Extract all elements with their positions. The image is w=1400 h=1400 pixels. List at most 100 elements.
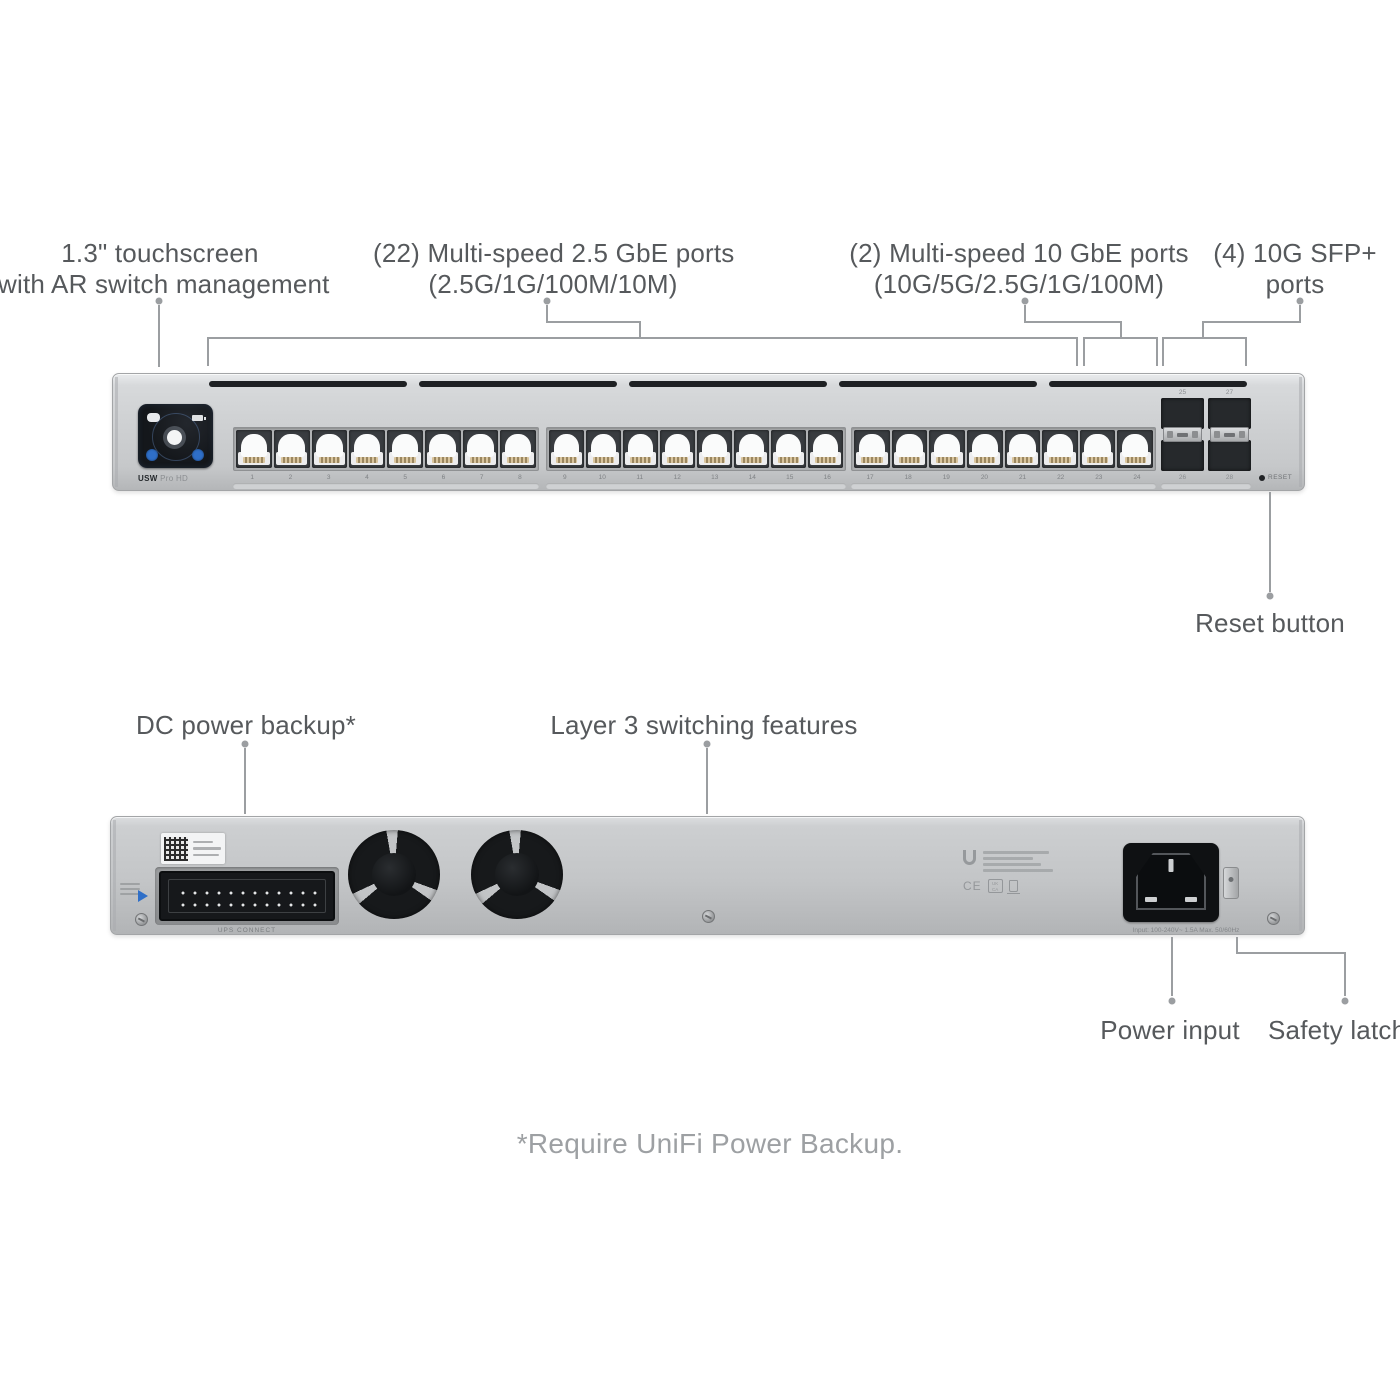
port-number: 22	[1057, 474, 1065, 481]
bottom-trim-strip	[233, 483, 539, 489]
dc-port-markings	[120, 883, 140, 895]
label-touchscreen: 1.3" touchscreen with AR switch manageme…	[0, 238, 330, 300]
inlet-pin-neutral	[1185, 897, 1197, 902]
port-number: 10	[598, 474, 606, 481]
callout-reset-line	[1266, 492, 1274, 600]
rj45-port	[236, 430, 272, 468]
regulatory-block: CE UK CA	[963, 850, 1053, 894]
callout-25g-line	[207, 297, 1078, 366]
label-25g-line1: (22) Multi-speed 2.5 GbE ports	[373, 238, 735, 268]
label-layer3: Layer 3 switching features	[550, 710, 858, 740]
port-number: 24	[1133, 474, 1141, 481]
touchscreen-ring	[152, 413, 200, 461]
screw	[702, 910, 715, 923]
port-number: 16	[823, 474, 831, 481]
reset-button-dot[interactable]	[1259, 474, 1265, 481]
callout-sfp-line	[1162, 297, 1304, 366]
dc-connector-pins	[177, 886, 323, 908]
rj45-port	[1042, 430, 1078, 468]
sticker-text-lines	[193, 840, 221, 857]
sfp-cage-column-1	[1161, 398, 1204, 471]
port-number: 15	[786, 474, 794, 481]
chassis-edge-right	[1299, 820, 1302, 931]
touchscreen-display[interactable]	[138, 404, 213, 468]
cloud-icon	[147, 413, 160, 422]
rj45-port	[734, 430, 769, 468]
label-touchscreen-line2: with AR switch management	[0, 269, 330, 299]
rj45-port	[697, 430, 732, 468]
chassis-edge-right	[1299, 377, 1302, 487]
rj45-port	[966, 430, 1003, 468]
label-reset-button: Reset button	[1195, 608, 1345, 638]
power-rating-text: Input: 100-240V~ 1.5A Max. 50/60Hz	[1132, 927, 1240, 934]
vent-slot	[629, 381, 827, 387]
chassis-edge-left	[113, 820, 116, 931]
model-brand: USW	[138, 474, 158, 483]
callout-touchscreen-line	[155, 297, 163, 367]
rj45-port	[1117, 430, 1153, 468]
sfp-number-bottom-right: 28	[1225, 474, 1234, 481]
safety-latch-clip[interactable]	[1223, 867, 1239, 899]
footnote: *Require UniFi Power Backup.	[516, 1128, 904, 1159]
label-dc-power-backup: DC power backup*	[136, 710, 356, 740]
callout-layer3-line	[703, 740, 711, 814]
ce-mark-icon: CE	[963, 878, 982, 893]
rj45-port	[660, 430, 695, 468]
port-number: 21	[1018, 474, 1027, 481]
rj45-port	[854, 430, 890, 468]
port-number: 12	[673, 474, 681, 481]
rj45-port-group-2	[546, 427, 846, 471]
rj45-port	[349, 430, 385, 468]
cooling-fan	[471, 830, 563, 919]
rj45-port	[500, 430, 536, 468]
ups-connect-label: UPS CONNECT	[217, 927, 277, 934]
ubiquiti-logo-icon	[963, 850, 976, 865]
vent-slot	[209, 381, 407, 387]
reset-button[interactable]: RESET	[1259, 474, 1292, 481]
dc-power-backup-port[interactable]	[155, 867, 339, 925]
sfp-cage-column-2	[1208, 398, 1251, 471]
serial-qr-sticker	[161, 833, 225, 864]
rj45-port	[891, 430, 928, 468]
sfp-port	[1208, 440, 1251, 471]
sfp-port	[1208, 398, 1251, 429]
port-number: 4	[365, 474, 369, 481]
label-10g-ports: (2) Multi-speed 10 GbE ports (10G/5G/2.5…	[842, 238, 1196, 300]
regulatory-text-lines	[983, 850, 1053, 872]
screw	[135, 913, 148, 926]
label-25g-ports: (22) Multi-speed 2.5 GbE ports (2.5G/1G/…	[373, 238, 735, 300]
rj45-port	[387, 430, 423, 468]
label-sfp-line1: (4) 10G SFP+	[1213, 238, 1377, 268]
callout-power-input-line	[1168, 937, 1176, 1005]
reset-silkscreen: RESET	[1268, 474, 1293, 481]
power-inlet[interactable]	[1123, 843, 1219, 922]
vent-slot	[839, 381, 1037, 387]
sfp-number-top-left: 25	[1178, 389, 1187, 396]
battery-icon	[192, 415, 206, 421]
port-number: 14	[748, 474, 756, 481]
rj45-port	[623, 430, 658, 468]
port-number: 1	[250, 474, 254, 481]
port-number: 8	[518, 474, 522, 481]
rj45-port	[1004, 430, 1041, 468]
label-10g-line1: (2) Multi-speed 10 GbE ports	[849, 238, 1189, 268]
screen-app-icon	[146, 449, 158, 461]
bottom-trim-strip	[546, 483, 846, 489]
rj45-port-group-1	[233, 427, 539, 471]
screen-app-icon	[192, 449, 204, 461]
cooling-fan	[348, 830, 440, 919]
port-number: 5	[403, 474, 407, 481]
port-number: 9	[562, 474, 567, 481]
callout-safety-latch-line	[1236, 937, 1349, 1005]
port-number: 23	[1095, 474, 1103, 481]
sfp-number-top-right: 27	[1225, 389, 1234, 396]
port-number: 20	[980, 474, 989, 481]
rj45-port	[929, 430, 965, 468]
label-10g-line2: (10G/5G/2.5G/1G/100M)	[873, 269, 1165, 299]
callout-10g-line	[1021, 297, 1158, 366]
sfp-latch	[1210, 427, 1249, 442]
vent-slot	[1049, 381, 1247, 387]
